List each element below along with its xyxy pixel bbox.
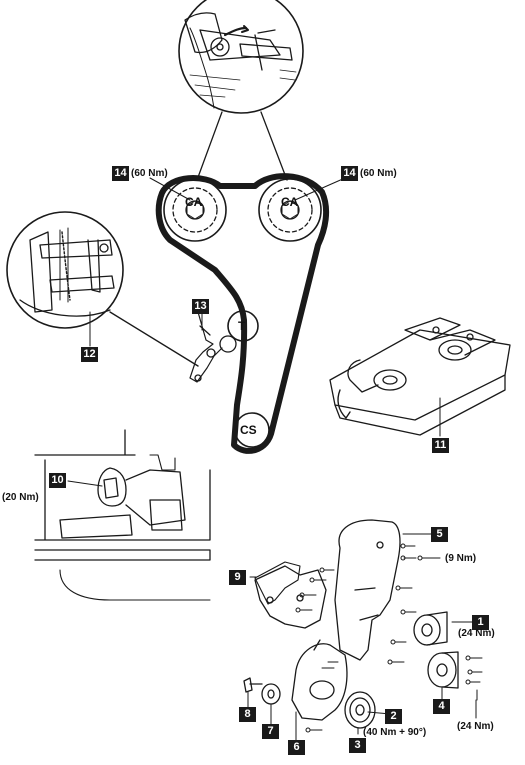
torque-item-5: (9 Nm) [445,553,477,564]
callout-7: 7 [262,724,279,739]
torque-cam-right: (60 Nm) [360,168,397,179]
bracket-9 [254,561,301,605]
inset-leader-left [196,111,223,181]
timing-cover-upper [334,519,401,661]
callout-13: 13 [192,299,209,314]
callout-2: 2 [385,709,402,724]
washer [261,683,281,705]
torque-item-10: (20 Nm) [2,492,39,503]
cam-lock-tool-inset [6,211,124,329]
callout-5: 5 [431,527,448,542]
tensioner-pulley [189,310,259,383]
camshaft-lock-detail-inset [178,0,304,114]
engine-block-section [34,429,211,601]
torque-item-1: (24 Nm) [458,628,495,639]
fastener-bolts [295,543,483,733]
pulley-label-crank: CS [240,423,257,437]
callout-9: 9 [229,570,246,585]
camshaft-pulley-right [258,178,322,242]
torque-cam-left: (60 Nm) [131,168,168,179]
torque-item-4: (24 Nm) [457,721,494,732]
cam-left-leader [149,177,191,201]
callout-11: 11 [432,438,449,453]
lock-tool-leader [109,311,199,367]
crankshaft-sprocket [234,412,270,448]
timing-cover-rear-plate [254,565,327,629]
water-pump [427,651,459,689]
pulley-label-tensioner: T [238,319,246,333]
crankshaft-pulley [344,691,376,729]
camshaft-pulley-left [163,178,227,242]
idler-pulley [413,611,448,646]
inset-leader-right [260,111,288,181]
bolt-8 [243,677,263,693]
camshaft-carrier [329,317,511,436]
callout-14-left: 14 [112,166,129,181]
callout-14-right: 14 [341,166,358,181]
cam-right-leader [294,177,346,201]
callout-3: 3 [349,738,366,753]
pulley-label-cam-right: CA [281,195,299,209]
callout-6: 6 [288,740,305,755]
lower-callout-leaders [247,576,477,741]
engine-block-leader [67,480,103,487]
pulley-label-cam-left: CA [185,195,203,209]
timing-belt [155,173,330,454]
callout-1: 1 [472,615,489,630]
timing-cover-lower [291,639,348,721]
callout-4: 4 [433,699,450,714]
callout-10: 10 [49,473,66,488]
callout-8: 8 [239,707,256,722]
torque-item-3: (40 Nm + 90°) [363,727,427,738]
callout-12: 12 [81,347,98,362]
